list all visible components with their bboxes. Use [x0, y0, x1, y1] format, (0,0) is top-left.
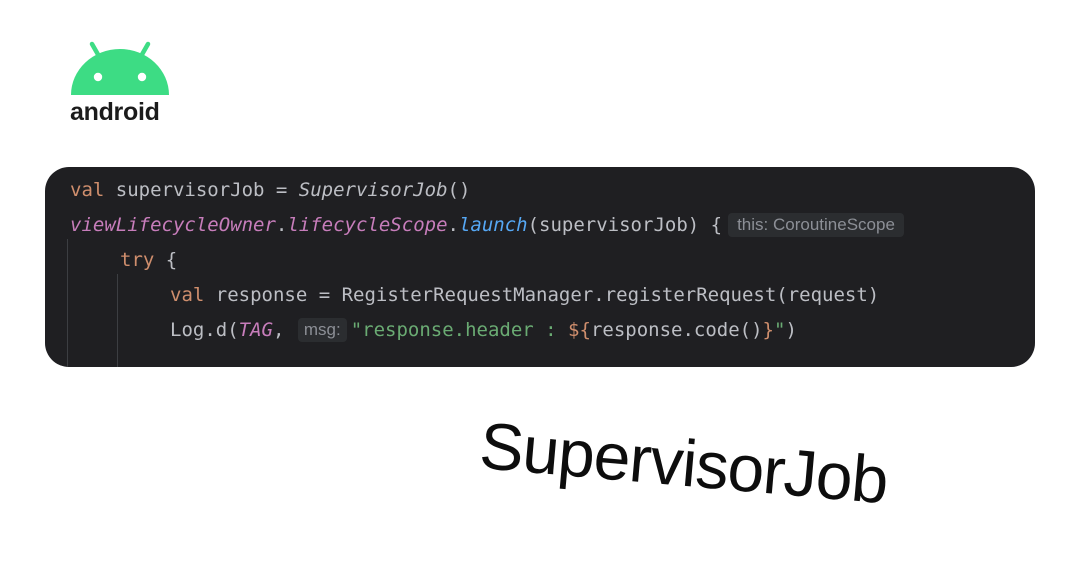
- string-literal: ": [773, 319, 786, 341]
- code-text: supervisorJob =: [104, 179, 299, 201]
- android-logo: android: [66, 36, 176, 131]
- code-line-1: val supervisorJob = SupervisorJob(): [70, 178, 470, 202]
- code-text: response.code(): [590, 319, 763, 341]
- keyword: val: [70, 179, 105, 201]
- keyword: val: [170, 284, 205, 306]
- code-text: Log.d(: [170, 319, 239, 341]
- function-call: SupervisorJob: [298, 179, 448, 201]
- constant: TAG: [238, 319, 273, 341]
- string-literal: "response.header :: [350, 319, 569, 341]
- function-call: launch: [458, 214, 528, 236]
- code-line-3: try {: [120, 248, 177, 272]
- property: viewLifecycleOwner: [70, 214, 276, 236]
- code-panel: val supervisorJob = SupervisorJob() view…: [45, 167, 1035, 367]
- code-text: .: [447, 214, 459, 236]
- code-text: ): [785, 319, 797, 341]
- page-title: SupervisorJob: [476, 408, 891, 518]
- template-brace: }: [762, 319, 774, 341]
- android-robot-icon: [71, 41, 169, 95]
- inlay-hint: this: CoroutineScope: [728, 213, 904, 237]
- indent-guide: [67, 239, 68, 367]
- code-text: response = RegisterRequestManager.regist…: [204, 284, 880, 306]
- code-text: .: [275, 214, 288, 236]
- code-line-4: val response = RegisterRequestManager.re…: [170, 283, 879, 307]
- code-text: (): [447, 179, 471, 201]
- keyword: try: [120, 249, 155, 271]
- code-text: {: [154, 249, 178, 271]
- property: lifecycleScope: [287, 214, 448, 236]
- android-wordmark: android: [70, 98, 160, 126]
- indent-guide: [117, 274, 118, 367]
- inlay-hint: msg:: [297, 318, 347, 342]
- code-line-2: viewLifecycleOwner.lifecycleScope.launch…: [70, 213, 906, 237]
- template-brace: ${: [568, 319, 591, 341]
- code-text: (supervisorJob) {: [527, 214, 723, 236]
- code-text: ,: [272, 319, 296, 341]
- code-line-5: Log.d(TAG, msg:"response.header : ${resp…: [170, 318, 797, 342]
